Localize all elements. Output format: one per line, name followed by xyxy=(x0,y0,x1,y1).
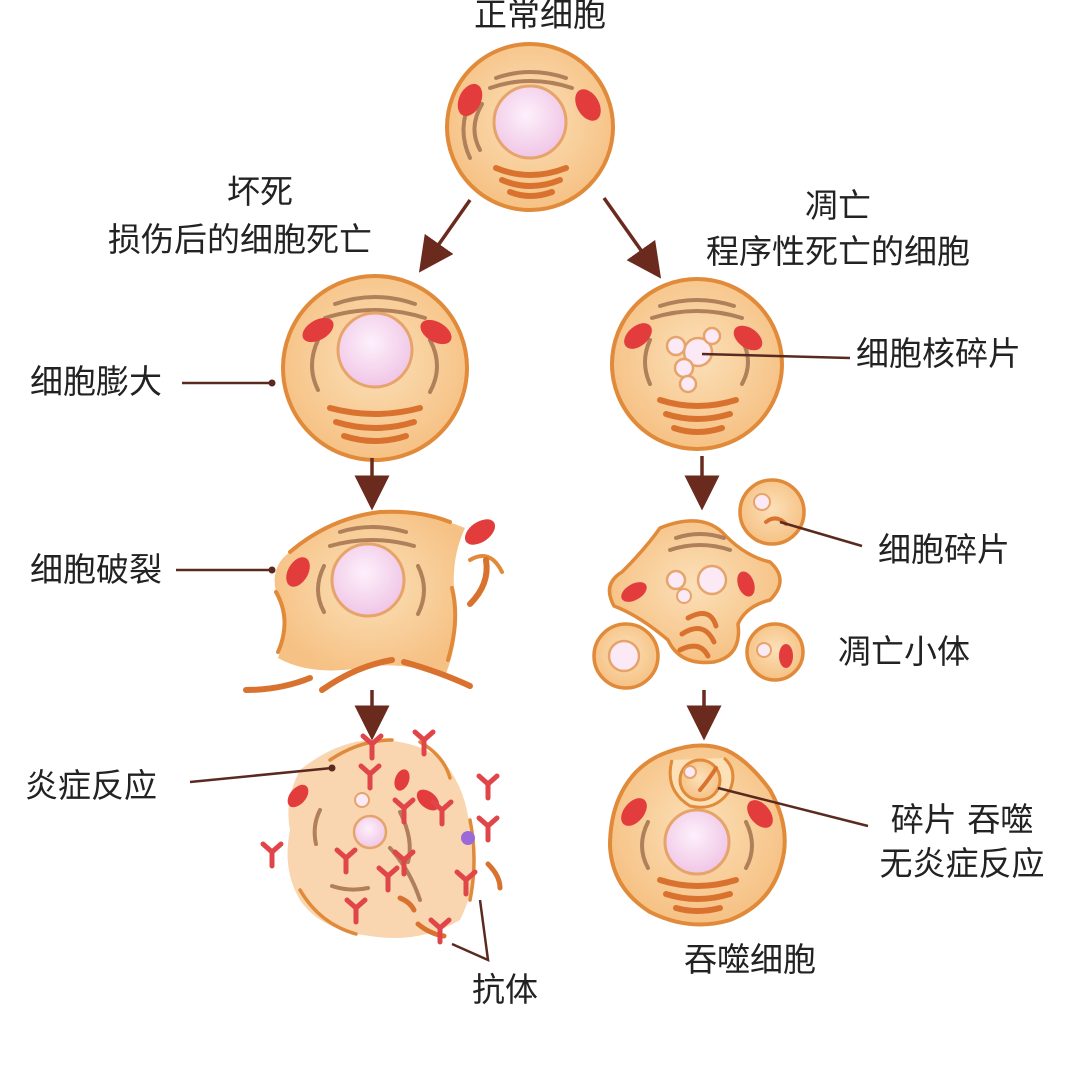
apoptotic-bodies xyxy=(592,478,806,690)
nucleus xyxy=(492,84,568,160)
endoplasmic-reticulum xyxy=(461,70,574,160)
arrow-to-apoptosis xyxy=(602,196,662,279)
apoptosis-subheading: 程序性死亡的细胞 xyxy=(706,232,970,271)
phagocytosis-label-line2: 无炎症反应 xyxy=(879,844,1045,883)
stage-label-rupture: 细胞破裂 xyxy=(30,550,162,589)
arrow-to-necrosis xyxy=(418,198,472,273)
antibodies xyxy=(260,729,500,945)
phagocyte-label: 吞噬细胞 xyxy=(684,940,816,979)
stage-label-swelling: 细胞膨大 xyxy=(30,362,162,401)
necrosis-heading: 坏死 xyxy=(227,172,293,211)
rupturing-cell xyxy=(243,509,504,693)
mitochondrion xyxy=(457,83,483,117)
stage-label-inflammation: 炎症反应 xyxy=(25,766,157,805)
normal-cell-label: 正常细胞 xyxy=(474,0,606,34)
stage-label-cell-fragments: 细胞碎片 xyxy=(878,530,1010,569)
golgi-apparatus xyxy=(493,165,569,199)
swollen-cell xyxy=(281,274,469,462)
phagocytosis-label-line1: 碎片 吞噬 xyxy=(890,800,1034,839)
antibody-pointer xyxy=(451,899,490,963)
phagocyte-cell xyxy=(607,743,787,927)
stage-label-nuclear-fragments: 细胞核碎片 xyxy=(856,334,1021,373)
mitochondrion xyxy=(575,89,601,121)
inflamed-cell xyxy=(260,729,503,945)
antibody-label: 抗体 xyxy=(472,970,538,1009)
fragmenting-nucleus-cell xyxy=(610,277,784,451)
stage-label-apoptotic-bodies: 凋亡小体 xyxy=(838,632,970,671)
normal-cell xyxy=(445,42,615,212)
necrosis-subheading: 损伤后的细胞死亡 xyxy=(108,220,372,259)
apoptosis-heading: 凋亡 xyxy=(805,186,871,225)
